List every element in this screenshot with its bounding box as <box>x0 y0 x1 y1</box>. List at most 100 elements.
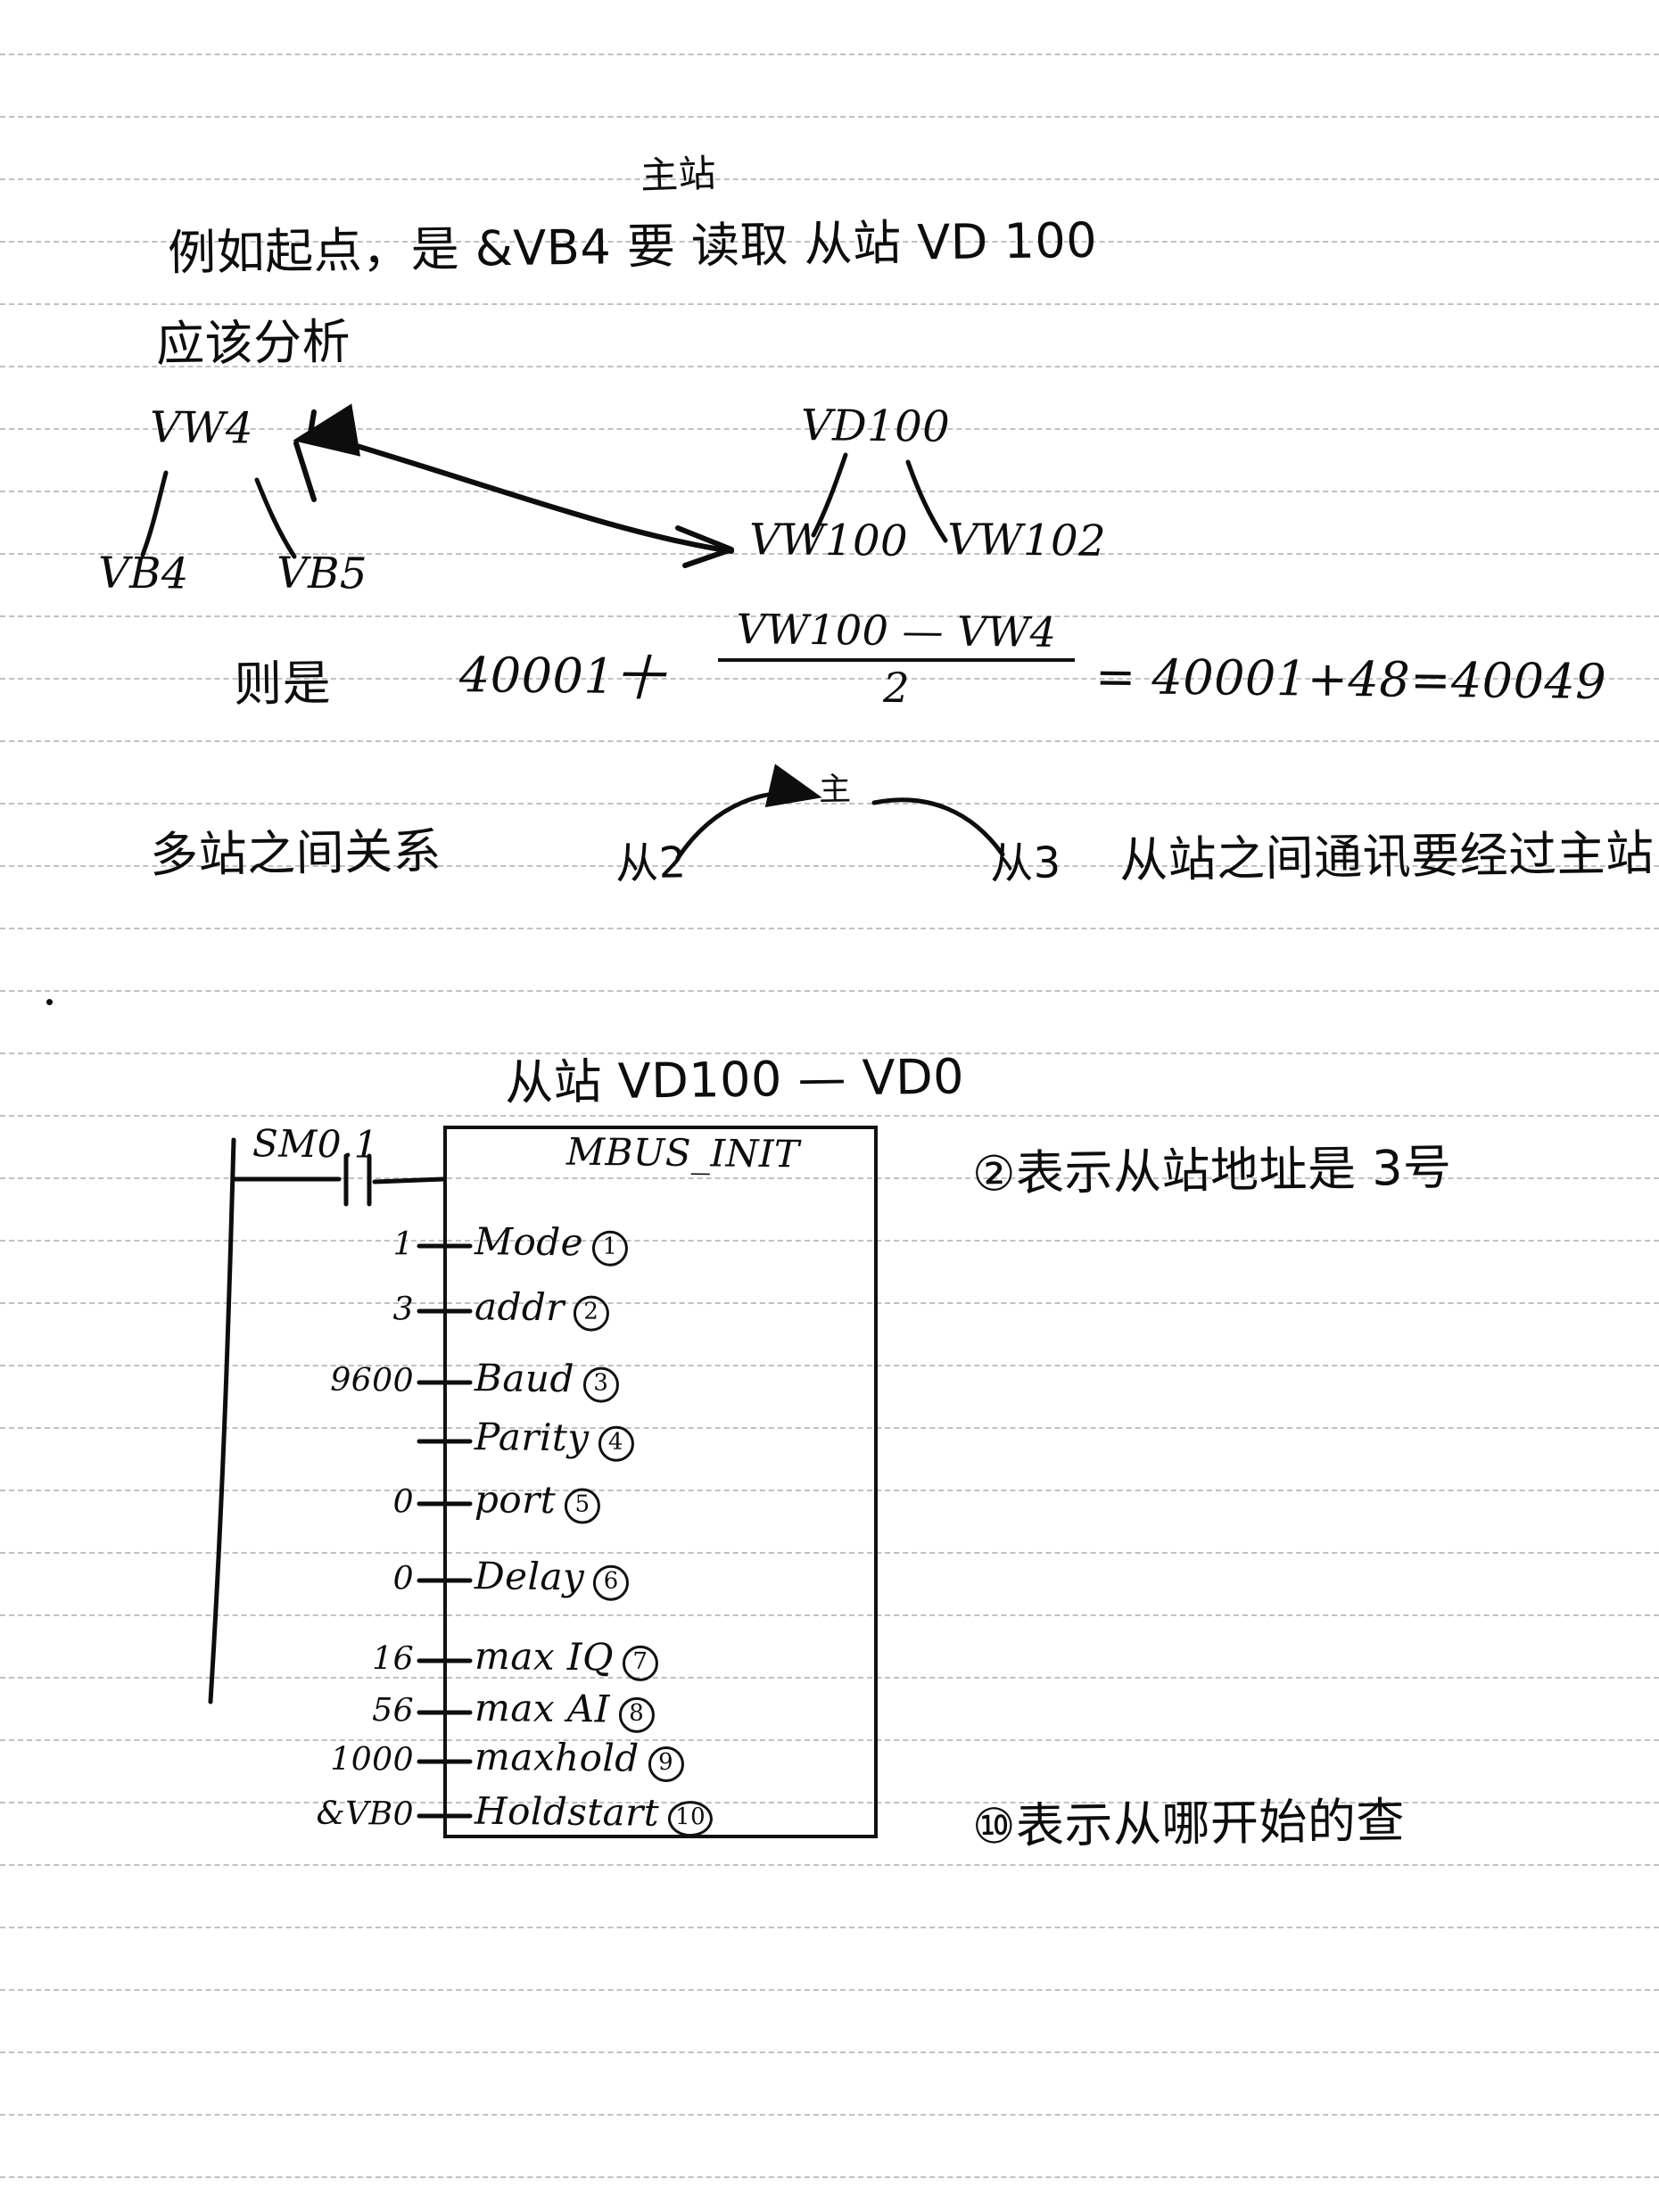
pin-label-holdstart-text: Holdstart <box>474 1788 660 1835</box>
rule-line <box>0 241 1659 243</box>
rule-line <box>0 2114 1659 2116</box>
pin-num-3: 3 <box>582 1366 619 1403</box>
pin-label-parity-text: Parity <box>474 1415 590 1460</box>
eq-result: = 40001+48=40049 <box>1094 648 1607 710</box>
node-slave3: 从3 <box>989 838 1062 889</box>
rule-line <box>0 1177 1659 1179</box>
label-vb4: VB4 <box>97 548 190 599</box>
rule-line <box>0 2176 1659 2178</box>
pin-value-port: 0 <box>392 1483 415 1521</box>
note-line2: 应该分析 <box>155 313 351 373</box>
rule-line <box>0 1302 1659 1304</box>
pin-label-addr-text: addr <box>474 1284 565 1330</box>
rule-line <box>0 740 1659 742</box>
rule-line <box>0 1927 1659 1928</box>
pin-label-baud-text: Baud <box>474 1356 575 1401</box>
pin-value-addr: 3 <box>392 1291 415 1328</box>
note-line1: 例如起点，是 &VB4 要 读取 从站 VD 100 <box>167 211 1098 282</box>
pin-num-6: 6 <box>592 1564 630 1601</box>
label-vw102: VW102 <box>946 515 1107 566</box>
rule-line <box>0 54 1659 55</box>
rule-line <box>0 1365 1659 1366</box>
rule-line <box>0 553 1659 555</box>
rule-line <box>0 865 1659 867</box>
label-vw100: VW100 <box>748 515 909 566</box>
pin-value-max-ai: 56 <box>371 1692 415 1729</box>
multistation-note: 从站之间通讯要经过主站 <box>1118 824 1655 889</box>
node-master: 主 <box>818 771 852 809</box>
rule-line <box>0 2051 1659 2053</box>
fraction-numerator: VW100 — VW4 <box>736 605 1057 656</box>
pin-value-mode: 1 <box>392 1226 415 1263</box>
pin-num-8: 8 <box>618 1696 655 1734</box>
rung-label-sm01: SM0.1 <box>252 1121 379 1167</box>
rule-line <box>0 803 1659 805</box>
pin-value-baud: 9600 <box>330 1361 415 1399</box>
rule-line <box>0 116 1659 118</box>
label-vd100: VD100 <box>800 400 951 452</box>
pin-num-4: 4 <box>598 1425 634 1462</box>
multistation-label: 多站之间关系 <box>149 822 442 884</box>
label-vb5: VB5 <box>276 548 368 599</box>
pin-label-mode-text: Mode <box>474 1219 584 1265</box>
rule-line <box>0 1739 1659 1741</box>
pin-value-holdstart: &VB0 <box>316 1795 415 1833</box>
annotation-holdstart: ⑩表示从哪开始的查 <box>971 1792 1406 1855</box>
mbus-init-block <box>443 1126 878 1838</box>
rule-line <box>0 428 1659 430</box>
pin-label-port-text: port <box>474 1477 557 1523</box>
rule-line <box>0 178 1659 180</box>
rule-line <box>0 1802 1659 1803</box>
block-name: MBUS_INIT <box>565 1129 800 1176</box>
fraction-bar <box>718 658 1075 662</box>
pin-num-1: 1 <box>591 1230 629 1267</box>
rule-line <box>0 1614 1659 1616</box>
pin-num-5: 5 <box>564 1488 601 1524</box>
pin-value-max-iq: 16 <box>371 1640 415 1678</box>
eq-lead: 则是 <box>233 655 332 713</box>
pin-value-delay: 0 <box>392 1560 415 1597</box>
fraction: VW100 — VW4 2 <box>718 605 1075 713</box>
rule-line <box>0 615 1659 617</box>
rule-line <box>0 1552 1659 1554</box>
rule-line <box>0 1490 1659 1491</box>
label-vw4: VW4 <box>149 402 254 454</box>
pin-value-maxhold: 1000 <box>330 1740 415 1779</box>
rule-line <box>0 491 1659 492</box>
rule-line <box>0 1989 1659 1991</box>
pin-label-maxhold-text: maxhold <box>474 1734 640 1780</box>
rule-line <box>0 678 1659 680</box>
rule-line <box>0 928 1659 929</box>
pin-num-10: 10 <box>667 1800 714 1837</box>
diagram-title: 从站 VD100 — VD0 <box>504 1048 965 1111</box>
node-slave2: 从2 <box>615 838 688 889</box>
eq-base: 40001 <box>458 647 615 705</box>
rule-line <box>0 303 1659 305</box>
rule-line <box>0 366 1659 367</box>
stray-ink-dot <box>46 999 53 1005</box>
pin-label-max-ai-text: max AI <box>474 1685 611 1731</box>
eq-plus: 十 <box>615 649 664 707</box>
fraction-denominator: 2 <box>882 663 911 713</box>
rule-line <box>0 1052 1659 1054</box>
rule-line <box>0 1115 1659 1117</box>
rule-line <box>0 990 1659 992</box>
rule-line <box>0 1240 1659 1242</box>
note-line1-superscript: 主站 <box>640 151 717 198</box>
rule-line <box>0 1427 1659 1429</box>
pin-num-9: 9 <box>648 1746 684 1783</box>
pin-num-7: 7 <box>622 1645 659 1682</box>
pin-label-delay-text: Delay <box>474 1554 585 1599</box>
annotation-slave-address: ②表示从站地址是 3号 <box>971 1139 1452 1202</box>
pin-num-2: 2 <box>573 1295 610 1332</box>
